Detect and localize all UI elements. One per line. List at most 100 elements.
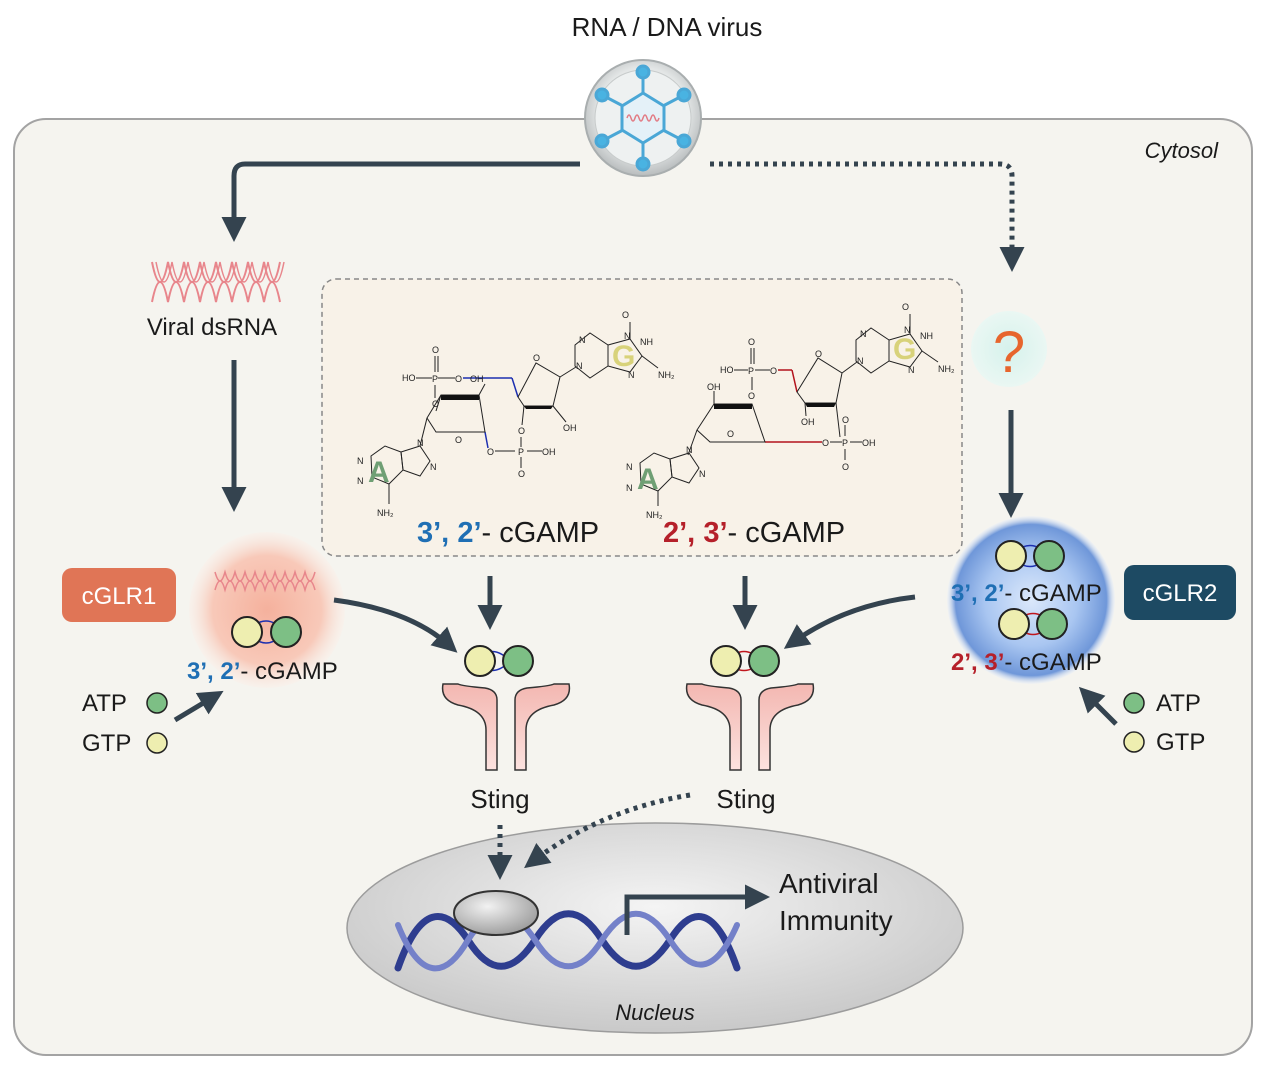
svg-text:OH: OH [542,447,556,457]
svg-text:O: O [455,374,462,384]
svg-text:O: O [902,302,909,312]
transcription-factor-icon [453,890,539,936]
output-line2: Immunity [779,905,893,936]
sting-right-to-nucleus-arrow [524,792,691,869]
svg-text:O: O [518,469,525,479]
cglr1-to-sting-arrow [333,597,458,653]
atp-label-left: ATP [82,690,127,717]
svg-text:N: N [626,462,633,472]
structure-23-cgamp: HO P O O O O N OH O P OH O O O OH [626,302,955,520]
svg-text:NH: NH [920,331,933,341]
atp-icon-left [146,692,168,714]
nucleus-label: Nucleus [615,1000,694,1025]
cgamp-32-icon-cglr2 [995,540,1065,572]
svg-text:N: N [417,438,424,448]
svg-text:O: O [432,345,439,355]
figure-title: RNA / DNA virus [572,12,763,42]
structure-32-cgamp: HO P O O O O N OH O P OH O O O OH [357,310,675,518]
svg-text:P: P [432,374,438,384]
svg-text:P: P [842,438,848,448]
svg-text:N: N [626,483,633,493]
cglr1-product-label: 3’, 2’- cGAMP [187,658,338,685]
svg-text:O: O [770,366,777,376]
svg-text:N: N [699,469,706,479]
svg-text:O: O [487,447,494,457]
svg-text:NH: NH [640,337,653,347]
svg-text:N: N [576,361,583,371]
virus-to-dsrna-arrow [221,161,580,242]
svg-text:N: N [579,335,586,345]
virus-to-unknown-dotted-arrow [710,161,1025,272]
cglr2-product1-label: 3’, 2’- cGAMP [951,580,1102,607]
svg-text:HO: HO [402,373,416,383]
svg-text:OH: OH [862,438,876,448]
svg-text:NH₂: NH₂ [938,364,955,374]
svg-text:O: O [748,337,755,347]
svg-text:O: O [815,349,822,359]
svg-text:NH₂: NH₂ [377,508,394,518]
sting-label-right: Sting [716,784,775,814]
cytosol-label: Cytosol [1145,138,1219,163]
svg-text:P: P [748,366,754,376]
base-g-right: G [893,333,916,366]
svg-text:O: O [748,391,755,401]
base-g-left: G [612,340,635,373]
gtp-icon-right [1123,731,1145,753]
svg-text:O: O [727,429,734,439]
svg-text:NH₂: NH₂ [658,370,675,380]
viral-dsrna-label: Viral dsRNA [147,314,277,341]
base-a-left: A [368,456,390,489]
cglr1-label: cGLR1 [82,583,157,610]
dna-helix-icon [394,910,741,972]
output-line1: Antiviral [779,868,879,899]
cglr1-badge [62,568,176,622]
cglr2-to-sting-arrow [783,594,916,649]
cglr2-label: cGLR2 [1143,580,1218,607]
cglr2-complex [947,516,1115,684]
svg-text:N: N [628,370,635,380]
cglr2-badge [1124,565,1236,620]
ntp-to-cglr2-arrow [1078,686,1118,726]
cgamp-23-icon-cglr2 [998,608,1068,640]
dsrna-icon [151,261,285,303]
svg-text:P: P [518,447,524,457]
svg-text:OH: OH [470,374,484,384]
transcription-arrow [624,884,770,935]
svg-text:O: O [533,353,540,363]
sting-receptor-left [441,645,571,771]
base-a-right: A [637,463,659,496]
structure-label-23: 2’, 3’- cGAMP [663,517,845,549]
cglr2-product2-label: 2’, 3’- cGAMP [951,649,1102,676]
svg-text:N: N [904,325,911,335]
svg-text:O: O [518,426,525,436]
gtp-label-right: GTP [1156,729,1205,756]
svg-text:N: N [686,445,693,455]
gtp-icon-left [146,732,168,754]
svg-text:N: N [357,476,364,486]
unknown-ligand-icon [971,311,1047,387]
svg-text:OH: OH [707,382,721,392]
svg-text:O: O [622,310,629,320]
svg-text:OH: OH [563,423,577,433]
svg-text:N: N [430,462,437,472]
atp-label-right: ATP [1156,690,1201,717]
unknown-ligand-label: ? [993,320,1025,385]
dsrna-small-icon [214,569,316,593]
sting-label-left: Sting [470,784,529,814]
svg-text:O: O [842,462,849,472]
virus-icon [584,59,702,177]
cgamp-32-icon [231,616,302,648]
sting-receptor-right [685,645,815,771]
svg-text:O: O [455,435,462,445]
structure-label-32: 3’, 2’- cGAMP [417,517,599,549]
svg-text:O: O [842,415,849,425]
svg-text:N: N [357,456,364,466]
cglr1-complex [189,532,345,688]
svg-text:N: N [857,356,864,366]
ntp-to-cglr1-arrow [173,690,224,723]
svg-text:N: N [908,365,915,375]
structures-panel [321,278,963,557]
svg-text:OH: OH [801,417,815,427]
